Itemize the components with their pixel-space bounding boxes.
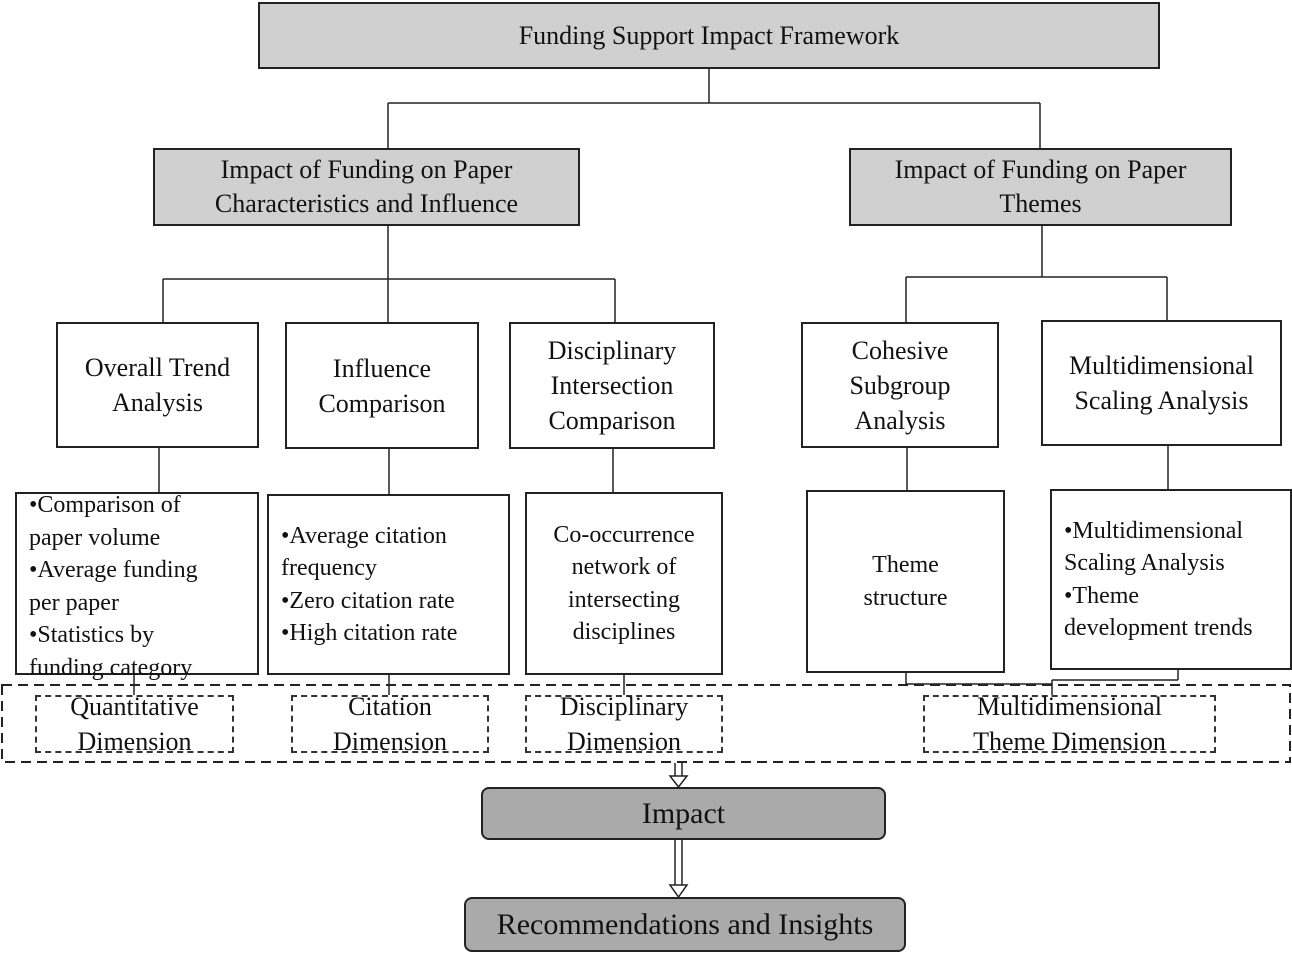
recommendations-box: Recommendations and Insights <box>464 897 906 952</box>
detail-influence: •Average citation frequency •Zero citati… <box>267 494 510 675</box>
branch-left-line: Characteristics and Influence <box>214 189 519 218</box>
detail-line: funding category <box>29 654 193 681</box>
dimension-line: Dimension <box>77 727 192 756</box>
dimension-line: Multidimensional <box>977 692 1162 721</box>
method-cohesive-subgroup: Cohesive Subgroup Analysis <box>801 322 999 448</box>
dimension-line: Dimension <box>566 727 682 756</box>
detail-line: paper volume <box>29 524 161 551</box>
method-line: Analysis <box>854 405 946 435</box>
method-disciplinary-intersection: Disciplinary Intersection Comparison <box>509 322 715 449</box>
method-line: Cohesive <box>851 335 949 365</box>
detail-line: •Multidimensional <box>1064 517 1244 544</box>
detail-line: intersecting <box>568 586 680 613</box>
detail-line: network of <box>571 554 677 580</box>
dimension-theme: Multidimensional Theme Dimension <box>923 692 1216 756</box>
method-line: Subgroup <box>849 370 951 400</box>
method-line: Overall Trend <box>84 353 231 382</box>
method-line: Comparison <box>548 406 676 435</box>
impact-text: Impact <box>641 796 726 830</box>
method-line: Scaling Analysis <box>1074 386 1249 415</box>
detail-line: •Theme <box>1064 582 1140 609</box>
method-overall-trend: Overall Trend Analysis <box>56 322 259 448</box>
dimension-line: Quantitative <box>70 692 199 721</box>
branch-left-line: Impact of Funding on Paper <box>220 155 513 184</box>
framework-title-text: Funding Support Impact Framework <box>518 20 900 50</box>
detail-line: frequency <box>281 555 377 581</box>
detail-line: development trends <box>1064 615 1253 641</box>
recommendations-text: Recommendations and Insights <box>496 907 874 941</box>
detail-line: Scaling Analysis <box>1064 550 1225 576</box>
branch-right-line: Impact of Funding on Paper <box>894 155 1187 184</box>
detail-line: per paper <box>29 589 119 616</box>
detail-line: •Statistics by <box>29 622 155 648</box>
dimension-line: Citation <box>348 692 432 721</box>
dimension-disciplinary: Disciplinary Dimension <box>525 692 723 756</box>
method-line: Multidimensional <box>1069 351 1254 380</box>
detail-line: •Average citation <box>281 522 447 549</box>
detail-line: Theme <box>872 552 939 578</box>
dimension-line: Disciplinary <box>559 692 689 721</box>
detail-line: •High citation rate <box>281 620 458 646</box>
detail-line: •Comparison of <box>29 492 181 518</box>
method-influence-comparison: Influence Comparison <box>285 322 479 449</box>
detail-line: •Average funding <box>29 557 198 583</box>
detail-cohesive: Theme structure <box>806 490 1005 673</box>
detail-mds: •Multidimensional Scaling Analysis •Them… <box>1050 489 1292 670</box>
method-line: Disciplinary <box>547 336 677 365</box>
branch-paper-themes: Impact of Funding on Paper Themes <box>849 148 1232 226</box>
branch-paper-characteristics: Impact of Funding on Paper Characteristi… <box>153 148 580 226</box>
branch-right-line: Themes <box>999 189 1082 218</box>
framework-title: Funding Support Impact Framework <box>258 2 1160 69</box>
method-line: Influence <box>332 353 432 383</box>
detail-overall-trend: •Comparison of paper volume •Average fun… <box>15 492 259 681</box>
detail-disciplinary: Co-occurrence network of intersecting di… <box>525 492 723 675</box>
detail-line: Co-occurrence <box>553 521 695 548</box>
dimension-line: Dimension <box>332 727 448 756</box>
detail-line: •Zero citation rate <box>281 587 455 614</box>
dimension-line: Theme Dimension <box>973 727 1166 756</box>
method-line: Comparison <box>318 388 446 418</box>
dimension-quantitative: Quantitative Dimension <box>35 692 234 756</box>
method-line: Intersection <box>550 371 674 400</box>
impact-box: Impact <box>481 787 886 840</box>
dimension-citation: Citation Dimension <box>291 692 489 756</box>
method-multidimensional-scaling: Multidimensional Scaling Analysis <box>1041 320 1282 446</box>
method-line: Analysis <box>111 388 203 417</box>
detail-line: disciplines <box>572 619 676 645</box>
detail-line: structure <box>863 584 948 611</box>
